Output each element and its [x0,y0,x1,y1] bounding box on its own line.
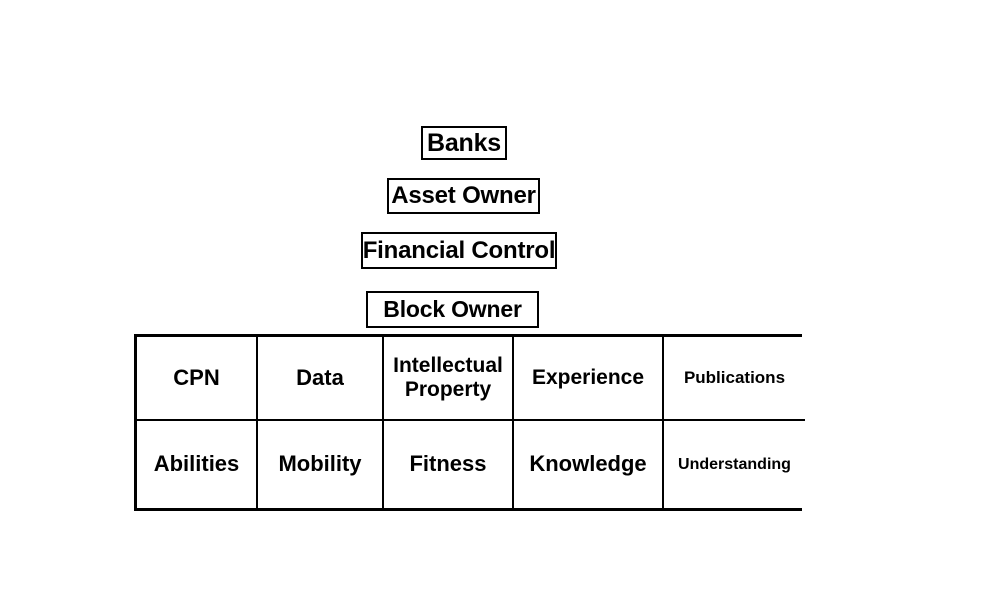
matrix-cell-label: Abilities [153,451,240,477]
matrix-cell-fitness: Fitness [384,421,514,508]
matrix-cell-label: Understanding [678,455,791,473]
tier-box-asset-owner: Asset Owner [387,178,540,214]
tier-box-financial-control: Financial Control [361,232,557,269]
matrix-cell-experience: Experience [514,337,664,421]
tier-box-banks: Banks [421,126,507,160]
matrix-cell-label: Intellectual Property [393,354,503,401]
matrix-cell-label: Fitness [409,451,487,477]
matrix-cell-label: Mobility [278,451,362,477]
tier-label-banks: Banks [426,128,502,157]
matrix-cell-publications: Publications [664,337,805,421]
matrix-cell-mobility: Mobility [258,421,384,508]
matrix-cell-knowledge: Knowledge [514,421,664,508]
matrix-cell-label: Publications [683,368,786,388]
matrix-cell-label: Experience [531,366,645,390]
matrix-cell-abilities: Abilities [137,421,258,508]
matrix-cell-understanding: Understanding [664,421,805,508]
matrix-cell-label: CPN [173,364,220,390]
matrix-cell-label: Data [296,364,344,390]
matrix-cell-label: Knowledge [529,451,647,477]
tier-label-block-owner: Block Owner [383,296,522,322]
tier-label-asset-owner: Asset Owner [391,182,536,209]
tier-box-block-owner: Block Owner [366,291,539,328]
tier-label-financial-control: Financial Control [362,236,556,264]
matrix-cell-cpn: CPN [137,337,258,421]
matrix-cell-intellectual-property: Intellectual Property [384,337,514,421]
matrix-cell-data: Data [258,337,384,421]
base-matrix: CPN Data Intellectual Property Experienc… [134,334,805,511]
